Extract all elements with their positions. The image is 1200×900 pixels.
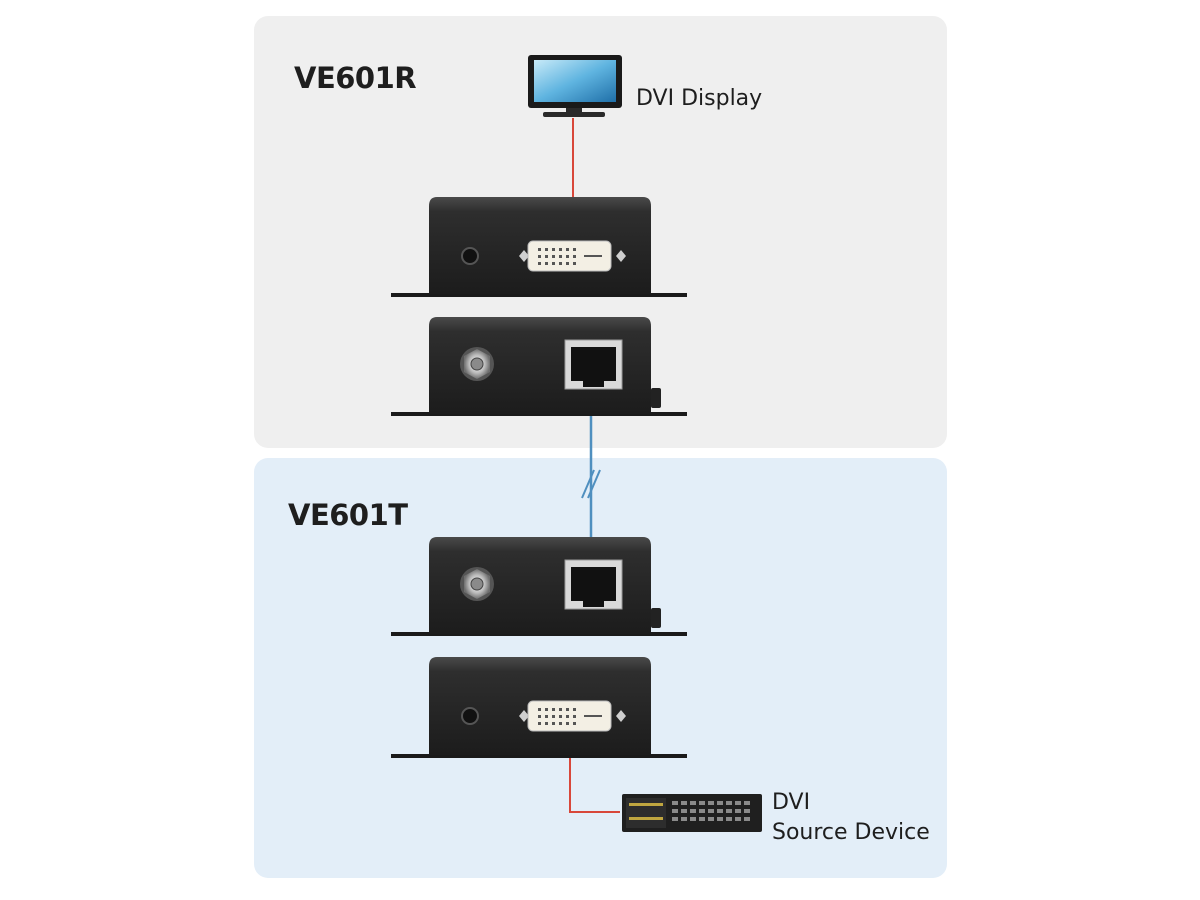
cable-break-mark-1	[581, 469, 595, 499]
ground-terminal-icon	[460, 567, 494, 601]
transmitter-dvi-unit	[391, 657, 687, 758]
dvi-cable-source	[569, 755, 620, 813]
cable-break-mark-2	[587, 469, 601, 499]
rj45-port-icon	[564, 559, 623, 610]
receiver-dvi-unit	[391, 197, 687, 297]
dvi-port-icon	[519, 240, 626, 272]
dvi-source-device-icon	[622, 794, 762, 832]
rj45-port-icon	[564, 339, 623, 390]
dvi-port-icon	[519, 700, 626, 732]
source-label-line1: DVI	[772, 790, 811, 815]
source-label-line2: Source Device	[772, 820, 930, 845]
receiver-rj45-unit	[391, 317, 687, 416]
ground-terminal-icon	[460, 347, 494, 381]
transmitter-rj45-unit	[391, 537, 687, 636]
dvi-display-icon	[528, 55, 622, 117]
receiver-model-label: VE601R	[294, 61, 417, 95]
power-jack-icon	[461, 247, 479, 265]
source-device-label: DVI Source Device	[772, 788, 930, 848]
transmitter-model-label: VE601T	[288, 498, 408, 532]
display-label: DVI Display	[636, 86, 763, 111]
power-jack-icon	[461, 707, 479, 725]
